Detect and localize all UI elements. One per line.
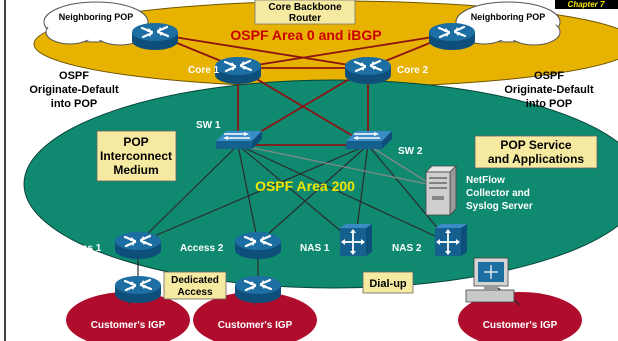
router-icon-neighbor-left: [130, 21, 180, 52]
access2-label: Access 2: [180, 243, 224, 254]
pop-service-line2: and Applications: [488, 152, 585, 166]
access-server-icon-nas2: [434, 223, 468, 257]
corner-tag: Chapter 7: [568, 0, 605, 9]
ospf-right-line3: into POP: [526, 98, 572, 110]
ospf-right-line2: Originate-Default: [504, 84, 594, 96]
ospf-left-line1: OSPF: [59, 70, 89, 82]
customer-igp-label-1: Customer's IGP: [91, 320, 166, 331]
sw2-label: SW 2: [398, 146, 423, 157]
core2-label: Core 2: [397, 65, 429, 76]
router-icon-neighbor-right: [427, 21, 477, 52]
netflow-line2: Collector and: [466, 188, 530, 199]
neighboring-pop-right-label: Neighboring POP: [471, 12, 546, 22]
area0-label: OSPF Area 0 and iBGP: [230, 27, 381, 43]
pop-interconnect-line1: POP: [123, 135, 148, 149]
customer-igp-label-3: Customer's IGP: [483, 320, 558, 331]
dedicated-access-line1: Dedicated: [171, 275, 219, 286]
nas2-label: NAS 2: [392, 243, 422, 254]
router-icon-access2: [233, 230, 283, 261]
core-backbone-label-line2: Router: [289, 13, 321, 24]
nas1-label: NAS 1: [300, 243, 330, 254]
pop-interconnect-line2: Interconnect: [100, 149, 172, 163]
access-server-icon-nas1: [339, 223, 373, 257]
cloud-icon-left: [43, 1, 149, 46]
core1-label: Core 1: [188, 65, 220, 76]
router-icon-access1: [113, 230, 163, 261]
server-icon: [425, 165, 457, 216]
customer-igp-label-2: Customer's IGP: [218, 320, 293, 331]
pop-service-line1: POP Service: [500, 138, 571, 152]
core-backbone-label-line1: Core Backbone: [268, 2, 342, 13]
ospf-left-line2: Originate-Default: [29, 84, 119, 96]
neighboring-pop-left-label: Neighboring POP: [59, 12, 134, 22]
pop-interconnect-line3: Medium: [113, 163, 158, 177]
area200-label: OSPF Area 200: [255, 178, 355, 194]
router-icon-customer1: [113, 274, 163, 305]
access1-label: Access 1: [58, 243, 102, 254]
workstation-icon: [465, 257, 515, 303]
cloud-icon-right: [455, 1, 561, 46]
ospf-left-line3: into POP: [51, 98, 97, 110]
router-icon-core2: [343, 55, 393, 86]
ospf-right-line1: OSPF: [534, 70, 564, 82]
sw1-label: SW 1: [196, 120, 221, 131]
router-icon-core1: [213, 55, 263, 86]
dialup-label: Dial-up: [369, 278, 407, 290]
netflow-line1: NetFlow: [466, 175, 505, 186]
netflow-line3: Syslog Server: [466, 201, 533, 212]
router-icon-customer2: [233, 274, 283, 305]
dedicated-access-line2: Access: [177, 287, 212, 298]
